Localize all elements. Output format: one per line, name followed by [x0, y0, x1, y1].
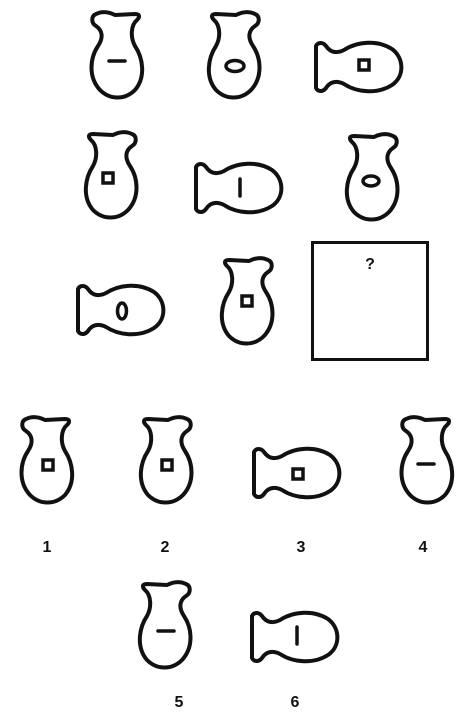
option-label-5: 5 [167, 694, 191, 712]
vase-sideways-left-spout [78, 286, 163, 335]
vase-upright-left-spout [402, 417, 453, 502]
question-mark: ? [314, 256, 426, 274]
option-label-3: 3 [289, 539, 313, 557]
option-label-4: 4 [411, 539, 435, 557]
option-3[interactable] [250, 440, 346, 506]
vase-sideways-left-spout [252, 613, 337, 662]
grid-cell-7 [74, 277, 170, 343]
option-label-2: 2 [153, 539, 177, 557]
grid-cell-5 [192, 155, 288, 221]
missing-answer-box[interactable]: ? [311, 241, 429, 361]
option-label-1: 1 [35, 539, 59, 557]
option-1[interactable] [12, 415, 82, 507]
option-4[interactable] [392, 415, 462, 507]
grid-cell-4 [76, 130, 146, 222]
option-label-6: 6 [283, 694, 307, 712]
grid-cell-8 [212, 256, 282, 348]
vase-upright-right-spout [140, 582, 191, 667]
grid-cell-2 [199, 10, 269, 102]
vase-upright-left-spout [92, 12, 143, 97]
vase-upright-right-spout [86, 132, 137, 217]
grid-cell-6 [337, 132, 407, 224]
vase-upright-right-spout [209, 12, 260, 97]
grid-cell-3 [312, 34, 408, 100]
vase-upright-right-spout [222, 258, 273, 343]
option-5[interactable] [130, 580, 200, 672]
grid-cell-1 [82, 10, 152, 102]
option-6[interactable] [248, 604, 344, 670]
vase-sideways-left-spout [254, 449, 339, 498]
option-2[interactable] [131, 415, 201, 507]
